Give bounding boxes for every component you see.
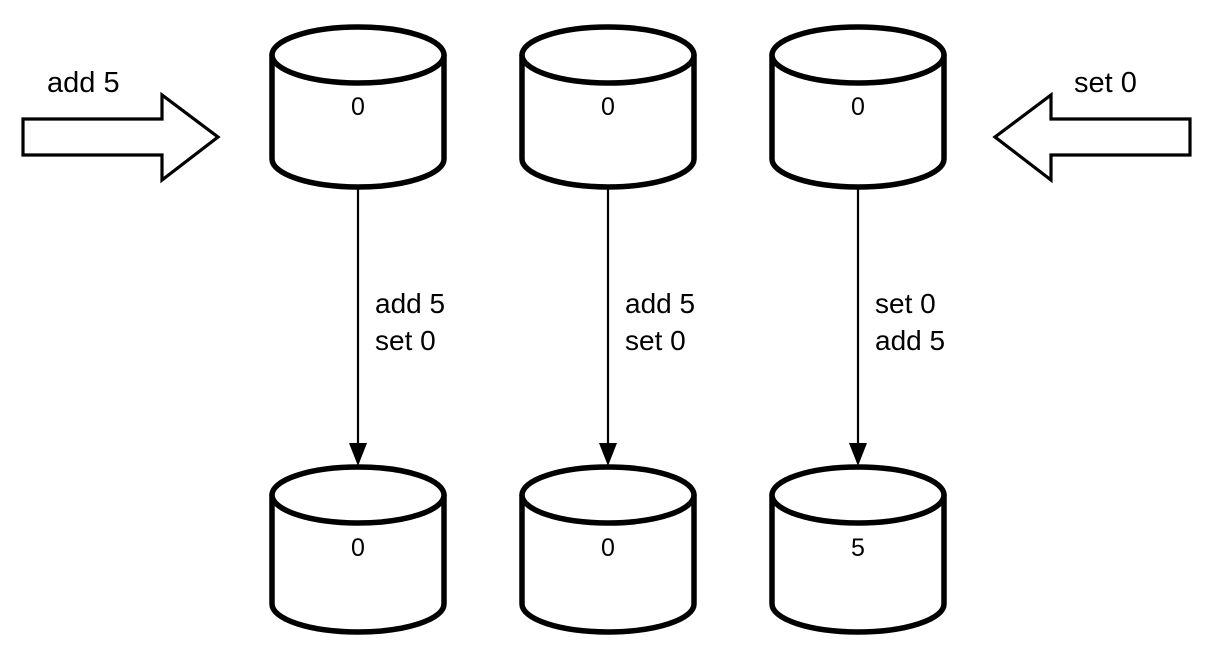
replica-3-operation-order: set 0 add 5: [875, 288, 945, 356]
cylinder-body: [519, 52, 697, 190]
cylinder-body: [269, 52, 447, 190]
replica-3-initial-value: 0: [851, 93, 865, 121]
replica-2-op-2: set 0: [625, 325, 686, 356]
replica-1-group: 0 add 5 set 0 0: [269, 24, 447, 635]
arrowhead-icon: [599, 443, 617, 466]
replica-3-op-1: set 0: [875, 288, 936, 319]
arrowhead-icon: [849, 443, 867, 466]
cylinder-top: [769, 464, 947, 526]
replica-2-initial-cylinder: 0: [519, 24, 697, 190]
block-arrow-left-icon: [992, 91, 1192, 184]
block-arrow-right-icon: [21, 91, 221, 184]
replica-2-group: 0 add 5 set 0 0: [519, 24, 697, 635]
replica-1-final-cylinder: 0: [269, 464, 447, 635]
left-operation-label: add 5: [47, 67, 120, 99]
replica-1-final-value: 0: [351, 534, 365, 562]
replica-1-operation-order: add 5 set 0: [375, 288, 445, 356]
replica-2-initial-value: 0: [601, 93, 615, 121]
replica-3-group: 0 set 0 add 5 5: [769, 24, 947, 635]
cylinder-top: [269, 24, 447, 86]
cylinder-top: [519, 464, 697, 526]
replica-3-op-2: add 5: [875, 325, 945, 356]
right-operation-label: set 0: [1074, 67, 1137, 99]
cylinder-body: [769, 492, 947, 635]
replica-1-connector: [349, 187, 367, 466]
cylinder-body: [269, 492, 447, 635]
left-operation-group: add 5: [21, 67, 221, 184]
replica-1-op-2: set 0: [375, 325, 436, 356]
replica-2-final-value: 0: [601, 534, 615, 562]
cylinder-top: [519, 24, 697, 86]
replica-3-final-value: 5: [851, 534, 865, 562]
cylinder-top: [769, 24, 947, 86]
replica-2-connector: [599, 187, 617, 466]
replica-2-final-cylinder: 0: [519, 464, 697, 635]
cylinder-body: [519, 492, 697, 635]
replica-2-op-1: add 5: [625, 288, 695, 319]
arrowhead-icon: [349, 443, 367, 466]
replica-3-initial-cylinder: 0: [769, 24, 947, 190]
replica-1-initial-cylinder: 0: [269, 24, 447, 190]
cylinder-top: [269, 464, 447, 526]
replica-3-connector: [849, 187, 867, 466]
cylinder-body: [769, 52, 947, 190]
replica-1-op-1: add 5: [375, 288, 445, 319]
replica-2-operation-order: add 5 set 0: [625, 288, 695, 356]
replica-1-initial-value: 0: [351, 93, 365, 121]
replica-3-final-cylinder: 5: [769, 464, 947, 635]
right-operation-group: set 0: [992, 67, 1192, 184]
